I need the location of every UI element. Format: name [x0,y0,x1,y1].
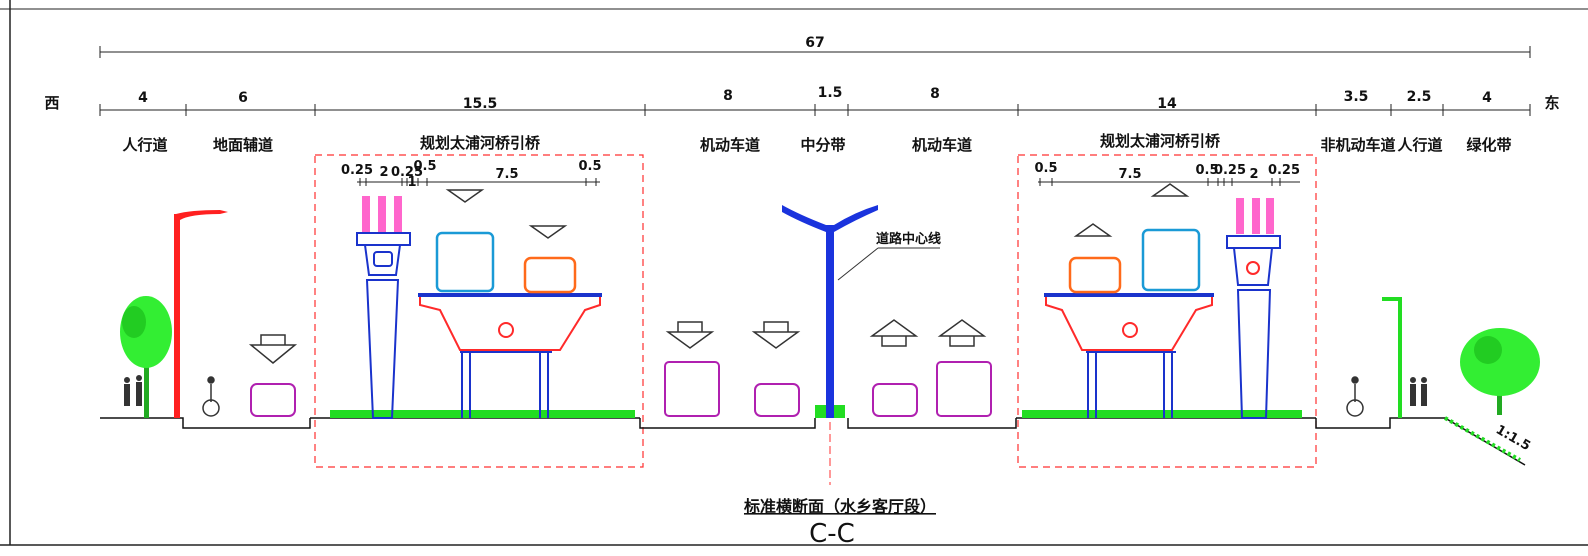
total-width-label: 67 [805,35,824,51]
br-dim-3: 0.5 [1195,163,1218,178]
bridge-left [356,196,602,419]
bridge-box-right [1017,154,1317,468]
lane-label-6: 机动车道 [912,136,972,154]
center-line-label: 道路中心线 [876,231,941,247]
seg-dim-2: 6 [238,90,248,106]
cyclist-left [202,376,220,417]
lane-label-2: 地面辅道 [213,136,273,154]
lane-label-7: 规划太浦河桥引桥 [1100,132,1221,150]
segment-dimensions: 4 6 15.5 8 1.5 8 14 3.5 2.5 4 西 东 [44,85,1560,116]
tree-right [1460,328,1540,415]
seg-dim-8: 3.5 [1344,89,1369,105]
drawing-title: 标准横断面（水乡客厅段） [743,497,936,516]
seg-dim-5: 1.5 [818,85,843,101]
lane-label-10: 绿化带 [1466,136,1511,154]
vehicles-ground [250,361,992,417]
bl-dim-7: 0.5 [578,159,601,174]
seg-dim-4: 8 [723,88,733,104]
bl-dim-4: 1 [407,175,416,190]
lane-label-5: 中分带 [800,136,845,154]
lane-label-4: 机动车道 [700,136,760,154]
br-dim-5: 2 [1249,167,1258,182]
section-label: C-C [809,519,855,549]
br-dim-4: 0.25 [1214,163,1246,178]
seg-dim-1: 4 [138,90,148,106]
road-surface [100,416,1526,466]
bus-left [435,231,495,293]
lane-label-8: 非机动车道 [1320,136,1395,154]
direction-arrows [248,183,1190,364]
center-line-callout: 道路中心线 [837,231,941,281]
lane-label-1: 人行道 [122,136,167,154]
bridge-box-left [314,154,644,468]
east-label: 东 [1544,94,1559,112]
tree-left [120,296,172,418]
seg-dim-9: 2.5 [1407,89,1432,105]
bl-dim-2: 2 [379,165,388,180]
median-lamp [782,205,878,418]
total-dimension: 67 [99,35,1531,58]
pedestrians-left [124,375,142,406]
br-dim-1: 0.5 [1034,161,1057,176]
bl-dim-3: 0.25 [391,165,423,180]
br-dim-6: 0.25 [1268,163,1300,178]
west-label: 西 [44,94,59,112]
street-lamp-left [174,210,228,418]
bridge-right-dims: 0.5 7.5 0.5 0.25 2 0.25 [1034,161,1300,186]
lane-label-3: 规划太浦河桥引桥 [420,134,541,152]
street-lamp-right [1382,297,1402,418]
seg-dim-10: 4 [1482,90,1492,106]
bridge-left-dims: 0.25 2 0.25 1 0.5 7.5 0.5 [341,159,602,190]
bl-dim-6: 7.5 [495,167,518,182]
bl-dim-5: 0.5 [413,159,436,174]
bl-dim-1: 0.25 [341,163,373,178]
bus-right [1141,228,1201,292]
seg-dim-3: 15.5 [463,96,498,112]
cyclist-right [1346,376,1364,417]
car-orange-left [523,256,577,294]
lane-labels: 人行道 地面辅道 规划太浦河桥引桥 机动车道 中分带 机动车道 规划太浦河桥引桥… [122,132,1511,154]
lane-label-9: 人行道 [1397,136,1442,154]
seg-dim-7: 14 [1157,96,1177,112]
bike-lane-pier-left [356,232,411,419]
pedestrians-right [1410,377,1427,406]
grass-strips [330,405,1302,418]
bridge-right [1044,198,1281,419]
seg-dim-6: 8 [930,86,940,102]
car-orange-right [1068,256,1122,294]
br-dim-2: 7.5 [1118,167,1141,182]
